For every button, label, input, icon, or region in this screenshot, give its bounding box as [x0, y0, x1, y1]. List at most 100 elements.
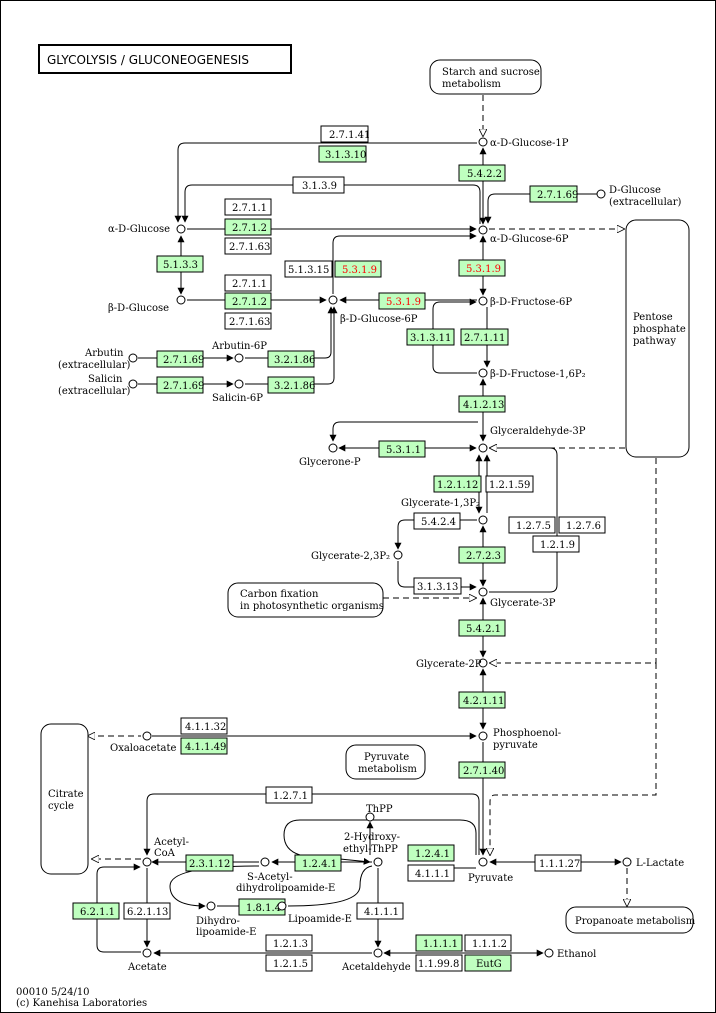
svg-text:Pyruvate: Pyruvate: [364, 752, 409, 763]
compound-glycerate-23p2[interactable]: Glycerate-2,3P₂: [311, 550, 403, 562]
compound-l-lactate[interactable]: L-Lactate: [622, 857, 684, 869]
enzyme-EutG[interactable]: EutG: [464, 954, 512, 972]
compound-salicin[interactable]: Salicin(extracellular): [58, 374, 138, 397]
enzyme-5.4.2.4[interactable]: 5.4.2.4: [413, 512, 461, 530]
enzyme-6.2.1.13[interactable]: 6.2.1.13: [123, 902, 171, 920]
enzyme-2.7.1.2-a[interactable]: 2.7.1.2: [224, 218, 272, 236]
compound-a-glucose-1p[interactable]: α-D-Glucose-1P: [478, 137, 569, 149]
enzyme-2.7.1.11[interactable]: 2.7.1.11: [460, 328, 509, 346]
enzyme-3.2.1.86-salicin[interactable]: 3.2.1.86: [267, 376, 315, 394]
enzyme-1.2.4.1-a[interactable]: 1.2.4.1: [294, 854, 342, 872]
compound-ethanol[interactable]: Ethanol: [544, 948, 596, 960]
compound-glycerone-p[interactable]: Glycerone-P: [299, 443, 361, 468]
enzyme-4.1.1.32[interactable]: 4.1.1.32: [180, 717, 228, 735]
enzyme-1.2.1.3[interactable]: 1.2.1.3: [265, 934, 313, 952]
compound-arbutin[interactable]: Arbutin(extracellular): [58, 348, 138, 371]
enzyme-1.2.1.12[interactable]: 1.2.1.12: [433, 475, 482, 493]
svg-text:1.1.99.8: 1.1.99.8: [418, 959, 459, 970]
enzyme-2.7.1.63-a[interactable]: 2.7.1.63: [224, 237, 272, 255]
svg-text:β-D-Glucose-6P: β-D-Glucose-6P: [340, 314, 418, 325]
enzyme-5.4.2.1[interactable]: 5.4.2.1: [458, 619, 506, 637]
pathway-pentose-phosphate[interactable]: Pentose phosphate pathway: [625, 219, 690, 458]
compound-glycerate-2p[interactable]: Glycerate-2P: [416, 658, 488, 670]
enzyme-2.7.1.69-arbutin[interactable]: 2.7.1.69: [156, 350, 204, 368]
enzyme-5.3.1.9-b[interactable]: 5.3.1.9: [458, 259, 506, 277]
enzyme-3.1.3.9[interactable]: 3.1.3.9: [292, 176, 345, 194]
enzyme-3.2.1.86-arbutin[interactable]: 3.2.1.86: [267, 350, 315, 368]
compound-a-glucose[interactable]: α-D-Glucose: [108, 224, 186, 235]
pathway-citrate-cycle[interactable]: Citrate cycle: [40, 723, 89, 875]
enzyme-5.3.1.1[interactable]: 5.3.1.1: [378, 440, 426, 458]
compound-glyceraldehyde-3p[interactable]: Glyceraldehyde-3P: [478, 426, 586, 453]
enzyme-2.7.1.41[interactable]: 2.7.1.41: [320, 125, 370, 143]
svg-text:β-D-Fructose-1,6P₂: β-D-Fructose-1,6P₂: [490, 369, 586, 380]
compound-hydroxyethyl-thpp[interactable]: 2-Hydroxy-ethyl-ThPP: [343, 832, 400, 867]
enzyme-1.2.7.1[interactable]: 1.2.7.1: [265, 786, 313, 804]
enzyme-1.1.1.1[interactable]: 1.1.1.1: [415, 934, 463, 952]
compound-d-glucose[interactable]: D-Glucose(extracellular): [596, 185, 682, 208]
svg-text:GLYCOLYSIS / GLUCONEOGENESIS: GLYCOLYSIS / GLUCONEOGENESIS: [47, 53, 249, 67]
enzyme-2.7.1.40[interactable]: 2.7.1.40: [458, 761, 506, 779]
compound-a-glucose-6p[interactable]: α-D-Glucose-6P: [478, 225, 569, 245]
enzyme-2.7.1.1-a[interactable]: 2.7.1.1: [224, 198, 272, 216]
svg-text:S-Acetyl-: S-Acetyl-: [247, 872, 293, 883]
enzyme-4.1.2.13[interactable]: 4.1.2.13: [458, 395, 506, 413]
enzyme-4.2.1.11[interactable]: 4.2.1.11: [458, 691, 506, 709]
enzyme-1.2.7.5[interactable]: 1.2.7.5: [508, 516, 556, 534]
compound-arbutin-6p[interactable]: Arbutin-6P: [211, 341, 267, 363]
compound-b-fructose-6p[interactable]: β-D-Fructose-6P: [478, 296, 572, 308]
compound-lipoamide[interactable]: Lipoamide-E: [277, 901, 352, 925]
enzyme-2.3.1.12[interactable]: 2.3.1.12: [185, 854, 234, 872]
pathway-carbon-fixation[interactable]: Carbon fixation in photosynthetic organi…: [227, 582, 384, 618]
enzyme-5.1.3.3[interactable]: 5.1.3.3: [156, 255, 204, 273]
svg-text:3.1.3.13: 3.1.3.13: [417, 582, 458, 593]
compound-oxaloacetate[interactable]: Oxaloacetate: [110, 731, 176, 754]
enzyme-3.1.3.13[interactable]: 3.1.3.13: [413, 577, 462, 595]
compound-b-glucose-6p[interactable]: β-D-Glucose-6P: [328, 295, 418, 325]
compound-acetaldehyde[interactable]: Acetaldehyde: [341, 948, 411, 973]
enzyme-4.1.1.1-b[interactable]: 4.1.1.1: [356, 902, 404, 920]
enzyme-5.1.3.15[interactable]: 5.1.3.15: [284, 260, 333, 278]
pathway-pyruvate-metabolism[interactable]: Pyruvate metabolism: [345, 744, 426, 780]
enzyme-4.1.1.1-a[interactable]: 4.1.1.1: [407, 864, 455, 882]
enzyme-5.3.1.9-a[interactable]: 5.3.1.9: [334, 260, 382, 278]
compound-s-acetyl-dihydrolipoamide[interactable]: S-Acetyl-dihydrolipoamide-E: [236, 857, 335, 894]
enzyme-3.1.3.11[interactable]: 3.1.3.11: [406, 328, 455, 346]
enzyme-1.2.1.59[interactable]: 1.2.1.59: [485, 475, 534, 493]
compound-acetyl-coa[interactable]: Acetyl-CoA: [142, 837, 189, 867]
enzyme-5.3.1.9-c[interactable]: 5.3.1.9: [378, 292, 426, 310]
enzyme-1.1.1.2[interactable]: 1.1.1.2: [464, 934, 512, 952]
compound-glycerate-13p2[interactable]: Glycerate-1,3P₂: [401, 498, 488, 525]
enzyme-2.7.1.69-salicin[interactable]: 2.7.1.69: [156, 376, 204, 394]
compound-b-glucose[interactable]: β-D-Glucose: [108, 295, 186, 314]
pathway-propanoate[interactable]: Propanoate metabolism: [565, 906, 696, 934]
compound-salicin-6p[interactable]: Salicin-6P: [212, 379, 263, 404]
enzyme-1.2.1.5[interactable]: 1.2.1.5: [265, 954, 313, 972]
enzyme-1.1.99.8[interactable]: 1.1.99.8: [415, 954, 463, 972]
enzyme-1.1.1.27[interactable]: 1.1.1.27: [534, 854, 582, 872]
svg-text:(extracellular): (extracellular): [58, 386, 131, 397]
compound-pyruvate[interactable]: Pyruvate: [468, 857, 513, 884]
enzyme-2.7.1.69-dglc[interactable]: 2.7.1.69: [529, 185, 578, 203]
enzyme-1.2.7.6[interactable]: 1.2.7.6: [558, 516, 606, 534]
compound-glycerate-3p[interactable]: Glycerate-3P: [478, 587, 556, 609]
enzyme-3.1.3.10[interactable]: 3.1.3.10: [318, 145, 367, 163]
enzyme-2.7.1.63-b[interactable]: 2.7.1.63: [224, 312, 272, 330]
enzyme-2.7.1.1-b[interactable]: 2.7.1.1: [224, 274, 272, 292]
svg-text:(extracellular): (extracellular): [58, 360, 131, 371]
compound-dihydrolipoamide[interactable]: Dihydro-lipoamide-E: [196, 901, 256, 938]
pathway-starch-sucrose[interactable]: Starch and sucrose metabolism: [429, 59, 542, 95]
compound-phosphoenolpyruvate[interactable]: Phosphoenol-pyruvate: [478, 728, 561, 751]
enzyme-1.2.1.9[interactable]: 1.2.1.9: [532, 535, 580, 553]
enzyme-2.7.2.3[interactable]: 2.7.2.3: [458, 546, 506, 564]
compound-acetate[interactable]: Acetate: [127, 948, 167, 973]
compound-b-fructose-16p2[interactable]: β-D-Fructose-1,6P₂: [478, 368, 586, 380]
enzyme-2.7.1.2-b[interactable]: 2.7.1.2: [224, 292, 272, 310]
enzyme-4.1.1.49[interactable]: 4.1.1.49: [180, 737, 228, 755]
svg-text:CoA: CoA: [154, 848, 176, 859]
compound-thpp[interactable]: ThPP: [365, 804, 393, 822]
enzyme-1.2.4.1-b[interactable]: 1.2.4.1: [407, 844, 455, 862]
svg-text:4.2.1.11: 4.2.1.11: [463, 696, 504, 707]
enzyme-5.4.2.2[interactable]: 5.4.2.2: [458, 164, 506, 182]
enzyme-6.2.1.1[interactable]: 6.2.1.1: [72, 902, 120, 920]
